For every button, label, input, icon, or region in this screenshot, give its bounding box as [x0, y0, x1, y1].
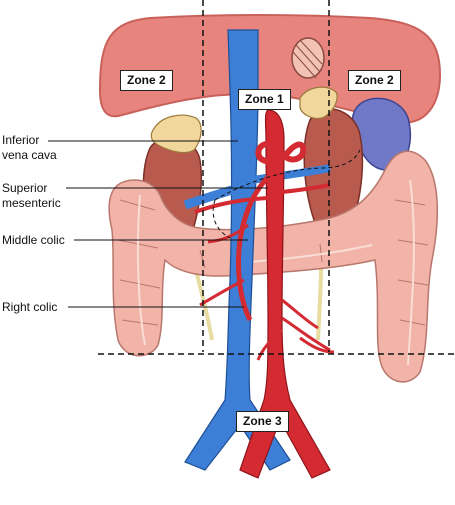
middle-colic-artery	[207, 223, 249, 244]
renal-vein-left	[251, 164, 331, 184]
ivc-label-line2: vena cava	[2, 148, 57, 162]
middle-colic-label: Middle colic	[2, 233, 65, 247]
sma-label: Superior mesenteric	[2, 181, 61, 211]
zone1-label: Zone 1	[238, 89, 291, 110]
zone2-left-label: Zone 2	[120, 70, 173, 91]
renal-artery-left	[281, 183, 331, 194]
zone2-right-label: Zone 2	[348, 70, 401, 91]
ivc-label-line1: Inferior	[2, 133, 40, 147]
right-colic-label: Right colic	[2, 300, 58, 314]
inferior-mesenteric-branches	[256, 298, 335, 361]
celiac-branches	[255, 140, 307, 165]
adrenal-right	[150, 114, 202, 154]
renal-vein-right	[183, 185, 234, 210]
sma-label-line1: Superior	[2, 181, 48, 195]
pancreas-dashed-outline	[212, 149, 361, 239]
sma-label-line2: mesenteric	[2, 196, 61, 210]
liver	[98, 14, 442, 124]
taenia-band	[136, 179, 415, 366]
ivc-label: Inferior vena cava	[2, 133, 57, 163]
renal-artery-right	[194, 196, 269, 214]
adrenal-left	[299, 86, 338, 119]
zone3-label: Zone 3	[236, 411, 289, 432]
